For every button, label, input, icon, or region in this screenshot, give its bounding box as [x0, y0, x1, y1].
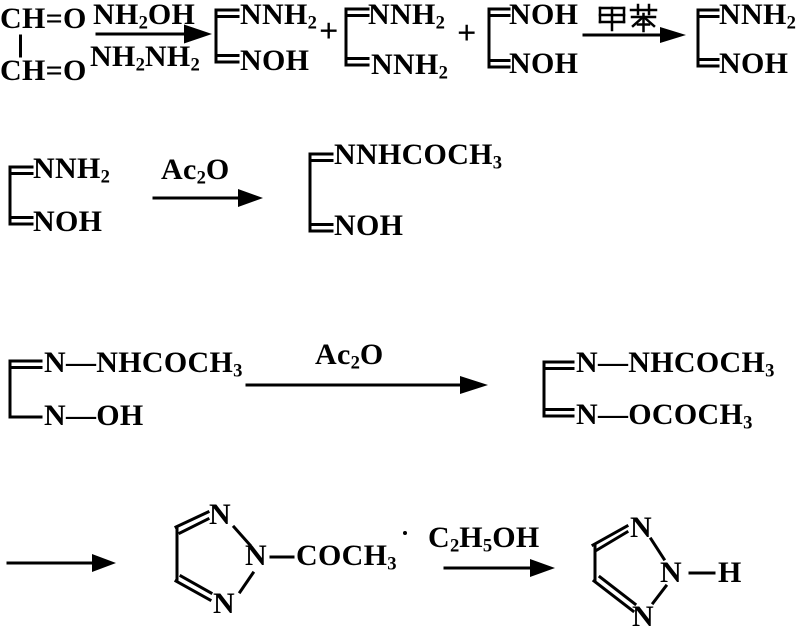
product-a-bottom: NOH	[240, 44, 310, 77]
row2-reactant-top: NNH2	[33, 152, 110, 188]
row2-reactant-bracket	[8, 165, 34, 226]
row3-reactant-top: N—NHCOCH3	[44, 346, 243, 382]
arrow-1	[95, 24, 212, 44]
product-b-bottom: NNH2	[371, 48, 448, 84]
glyoxal-top: CH=O	[0, 2, 87, 35]
row2-product-bottom: NOH	[334, 209, 404, 242]
row2-product-top: NNHCOCH3	[334, 138, 503, 174]
plus-sign-1: +	[319, 13, 339, 50]
stray-dot	[403, 531, 407, 535]
triazole2-substituent: H	[718, 556, 742, 589]
structure-d-bracket	[696, 8, 720, 68]
triazole-1-ring	[173, 510, 295, 603]
structure-b-bracket	[344, 7, 370, 67]
row3-product-top: N—NHCOCH3	[576, 346, 775, 382]
product-c-top: NOH	[509, 0, 579, 31]
row3-product-bracket	[542, 360, 575, 418]
arrow-6	[443, 559, 555, 577]
triazole-2-ring	[590, 523, 716, 614]
arrow-5	[6, 554, 116, 572]
row3-reagent: Ac2O	[315, 338, 384, 374]
triazole2-n-center: N	[660, 556, 682, 589]
triazole1-n-bottom: N	[213, 587, 235, 620]
glyoxal-bottom: CH=O	[0, 54, 87, 87]
row2-product-bracket	[308, 152, 334, 233]
product-c-bottom: NOH	[509, 47, 579, 80]
step2-reagent-toluene: 甲苯	[598, 3, 655, 31]
step1-reagent-below: NH2NH2	[90, 40, 200, 76]
triazole2-n-top: N	[630, 511, 652, 544]
triazole1-n-top: N	[209, 498, 231, 531]
product-b-top: NNH2	[368, 0, 445, 34]
triazole1-substituent: COCH3	[296, 539, 397, 575]
arrow-3	[152, 189, 263, 207]
structure-a-bracket	[214, 8, 240, 64]
triazole1-n-center: N	[245, 539, 267, 572]
row2-reagent: Ac2O	[161, 153, 230, 189]
row3-product-bottom: N—OCOCH3	[576, 398, 753, 434]
row3-reactant-bottom: N—OH	[44, 399, 144, 432]
row2-reactant-bottom: NOH	[33, 205, 103, 238]
row4-reagent: C2H5OH	[428, 521, 540, 557]
product-d-top: NNH2	[719, 0, 796, 34]
product-a-top: NNH2	[240, 0, 317, 34]
triazole2-n-bottom: N	[632, 600, 654, 627]
arrow-4	[245, 376, 488, 394]
step1-reagent-above: NH2OH	[93, 0, 196, 34]
row3-reactant-bracket	[8, 359, 43, 419]
plus-sign-2: +	[457, 15, 477, 52]
product-d-bottom: NOH	[719, 47, 789, 80]
structure-c-bracket	[487, 7, 511, 69]
arrow-2	[582, 27, 686, 43]
toluene-glyphs	[598, 3, 658, 33]
